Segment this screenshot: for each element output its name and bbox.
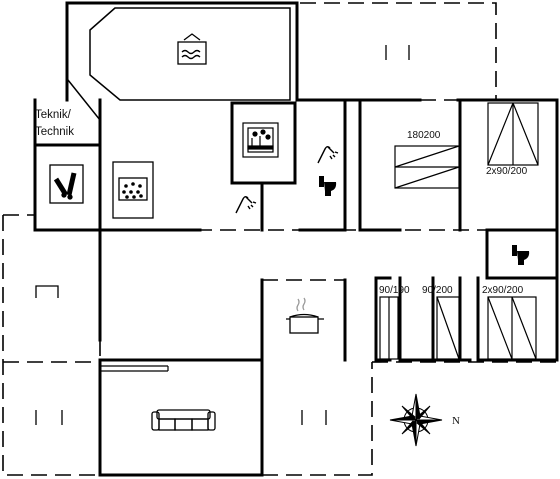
teknik-label-2: Technik	[35, 126, 74, 138]
washing-machine-icon	[49, 164, 84, 204]
window-strip	[100, 365, 169, 372]
compass-rose-icon	[389, 393, 443, 447]
bed-icon	[379, 102, 539, 360]
toilet-icon	[319, 176, 337, 196]
whirlpool-icon	[112, 161, 154, 219]
pool-outline	[67, 7, 291, 145]
cooking-pot-icon	[286, 297, 324, 334]
shelf-icon	[35, 285, 59, 298]
bed-label-single-a: 90/190	[379, 285, 410, 296]
shower-icon	[317, 146, 339, 164]
bed-label-top-right: 2x90/200	[486, 166, 528, 177]
sofa-icon	[151, 409, 216, 431]
toilet-icon	[512, 245, 530, 265]
bed-label-double: 180200	[407, 130, 441, 141]
door-markers	[35, 45, 410, 425]
pool-icon	[177, 33, 207, 65]
sauna-icon	[242, 122, 279, 158]
shower-icon	[235, 196, 257, 214]
compass-north-label: N	[452, 415, 460, 427]
solid-walls	[33, 1, 559, 477]
teknik-label-1: Teknik/	[35, 109, 71, 121]
bed-label-single-b: 90/200	[422, 285, 453, 296]
bed-label-bottom-right: 2x90/200	[482, 285, 524, 296]
